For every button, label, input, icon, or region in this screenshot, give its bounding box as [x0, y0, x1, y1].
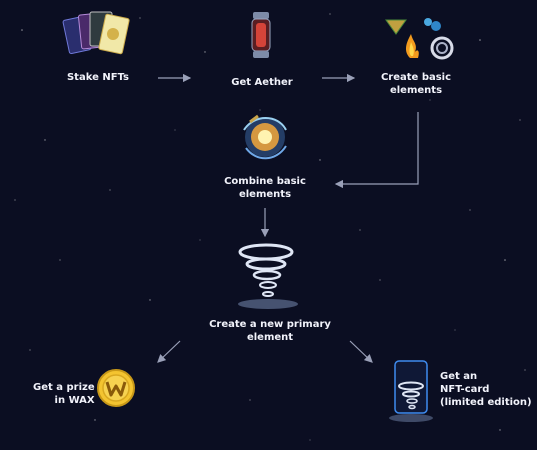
step-create-label: Create basic elements: [380, 72, 452, 96]
step-nft-label: Get an NFT-card (limited edition): [440, 371, 532, 408]
step-aether-label: Get Aether: [231, 77, 293, 88]
tornado-icon: [238, 243, 298, 309]
wax-coin-icon: [97, 369, 135, 407]
nft-card-tornado-icon: [389, 360, 433, 422]
arrow-create-to-combine: [334, 112, 419, 189]
step-stake-label: Stake NFTs: [66, 72, 130, 83]
nft-cards-stack-icon: [62, 11, 130, 55]
step-combine-label: Combine basic elements: [224, 176, 306, 200]
arrow-primary-to-prize: [157, 340, 181, 363]
step-prize-label: Get a prize in WAX: [33, 382, 95, 406]
basic-elements-icon: [385, 18, 454, 60]
step-primary-label: Create a new primary element: [209, 319, 331, 343]
aether-capsule-icon: [251, 12, 271, 58]
combined-elements-orb-icon: [243, 114, 287, 160]
arrow-primary-to-nft: [349, 340, 373, 363]
